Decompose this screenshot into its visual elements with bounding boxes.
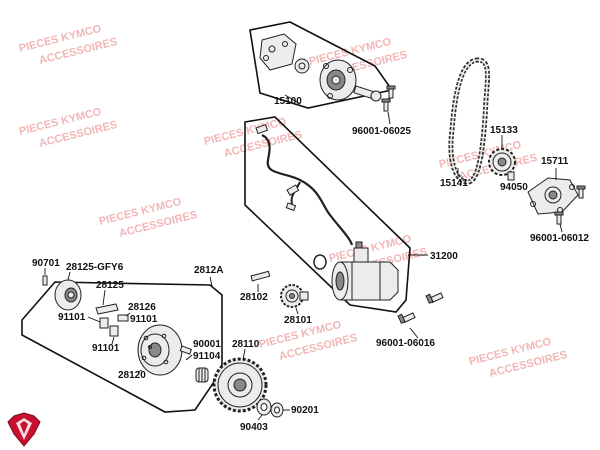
idle-gear-shaft [250, 270, 271, 282]
part-label: 90001 [193, 339, 221, 350]
pump-rotor [294, 58, 310, 74]
bolt-94050 [507, 171, 515, 181]
starter-clutch-frame [21, 281, 223, 413]
part-label: 96001-06025 [352, 126, 411, 137]
bolts-96001-06016 [397, 292, 444, 324]
arm-28125 [95, 303, 119, 315]
part-label: 91101 [92, 343, 120, 354]
part-label: 15711 [541, 156, 569, 167]
pump-drive-gear [370, 90, 382, 102]
part-label: 28125-GFY6 [66, 262, 124, 273]
part-label: 2812A [194, 265, 223, 276]
part-label: 28101 [284, 315, 312, 326]
pin-90701 [42, 275, 48, 286]
part-label: 28120 [118, 370, 146, 381]
starter-cable [261, 134, 354, 246]
part-label: 28126 [128, 302, 156, 313]
part-label: 15141 [440, 178, 468, 189]
starter-solenoid-terminal [353, 247, 369, 263]
oil-pump-group: 15100 96001-06025 [249, 21, 411, 137]
bolt-91101 [99, 317, 109, 329]
pump-cover-15711: 15711 96001-06012 [527, 156, 589, 244]
part-label: 15100 [274, 96, 302, 107]
cable-terminal [255, 123, 269, 135]
part-label: 28125 [96, 280, 124, 291]
spring-28126 [117, 314, 129, 322]
part-label: 91101 [58, 312, 86, 323]
part-label: 28110 [232, 339, 260, 350]
starter-frame [244, 116, 411, 313]
part-label: 90701 [32, 258, 60, 269]
part-label: 91104 [193, 351, 221, 362]
part-label: 91101 [130, 314, 158, 325]
starter-motor-body [339, 261, 399, 301]
part-label: 31200 [430, 251, 458, 262]
screw-90001 [179, 345, 193, 355]
part-label: 94050 [500, 182, 528, 193]
part-label: 96001-06012 [530, 233, 589, 244]
o-ring [313, 254, 327, 270]
sprocket-15133: 15133 94050 [488, 125, 528, 193]
drive-chain: 15141 [440, 57, 491, 189]
washer-nut-group: 90201 90403 [240, 398, 319, 433]
part-label: 96001-06016 [376, 338, 435, 349]
part-label: 90403 [240, 422, 268, 433]
screw-pair-96001-06025 [381, 85, 396, 112]
starter-motor-group: 31200 96001-06016 [244, 116, 458, 349]
starter-clutch-group: 2812A 90701 28125-GFY6 28125 28126 91101… [21, 258, 268, 413]
idle-gear-group: 28102 28101 [240, 270, 312, 326]
kymco-shield-icon [7, 412, 41, 447]
pump-cover-plate [259, 33, 297, 71]
part-label: 28102 [240, 292, 268, 303]
part-label: 15133 [490, 125, 518, 136]
part-label: 90201 [291, 405, 319, 416]
